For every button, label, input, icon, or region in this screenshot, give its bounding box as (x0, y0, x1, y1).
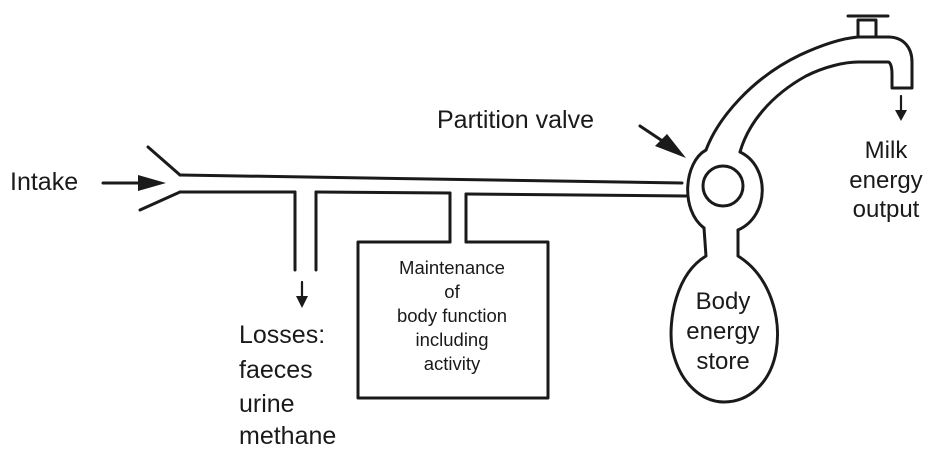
main-pipe (178, 173, 688, 198)
svg-text:Body: Body (696, 288, 751, 315)
svg-text:Maintenance: Maintenance (399, 257, 505, 278)
svg-text:urine: urine (239, 390, 295, 418)
body-energy-store-flask (669, 226, 779, 404)
milk-energy-output-label: Milk energy output (849, 137, 922, 223)
svg-text:body function: body function (397, 305, 507, 326)
partition-valve-label: Partition valve (437, 106, 594, 134)
svg-text:methane: methane (239, 422, 336, 450)
intake-arrow (101, 175, 166, 191)
svg-text:including: including (415, 329, 488, 350)
maintenance-branch-pipe (448, 191, 468, 244)
svg-text:activity: activity (424, 353, 481, 374)
intake-label: Intake (10, 168, 78, 196)
svg-text:energy: energy (849, 167, 922, 194)
intake-funnel (138, 145, 182, 212)
partition-valve-arrow (638, 124, 686, 158)
milk-output-arrow (895, 94, 907, 121)
body-energy-store-label: Body energy store (686, 288, 759, 375)
milk-tap-icon (846, 14, 914, 90)
losses-label: Losses: faeces urine methane (239, 321, 336, 450)
losses-arrow (296, 280, 308, 308)
maintenance-box (356, 240, 550, 400)
losses-branch-pipe (293, 190, 318, 272)
svg-text:store: store (696, 348, 749, 375)
svg-text:output: output (853, 196, 920, 223)
svg-text:energy: energy (686, 318, 759, 345)
svg-text:faeces: faeces (239, 356, 313, 384)
maintenance-label: Maintenance of body function including a… (397, 257, 507, 374)
svg-text:Milk: Milk (865, 137, 909, 164)
svg-text:of: of (444, 281, 460, 302)
svg-text:Losses:: Losses: (239, 321, 325, 349)
partition-valve (686, 35, 860, 232)
